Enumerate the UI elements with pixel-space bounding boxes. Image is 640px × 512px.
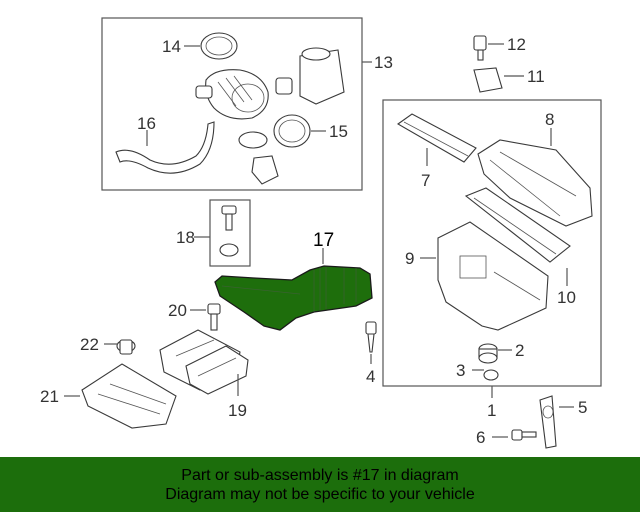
tray-part-21 — [81, 363, 177, 429]
nut-part-22 — [116, 339, 136, 355]
callout-13[interactable]: 13 — [374, 53, 393, 72]
callout-20[interactable]: 20 — [168, 301, 187, 320]
clamp-part-15 — [273, 114, 311, 148]
callout-18[interactable]: 18 — [176, 228, 195, 247]
banner-line-disclaimer: Diagram may not be specific to your vehi… — [165, 485, 475, 503]
elbow-part — [238, 131, 279, 185]
parts-diagram: 13 14 15 16 12 — [40, 17, 602, 449]
intake-hose-part — [195, 69, 269, 120]
callout-3[interactable]: 3 — [456, 361, 465, 380]
lower-housing-part-9 — [437, 221, 549, 331]
highlighted-duct-shape — [214, 265, 373, 331]
callout-16[interactable]: 16 — [137, 114, 156, 133]
air-duct-part-17 — [214, 265, 373, 331]
callout-1[interactable]: 1 — [487, 401, 496, 420]
vehicle-fit-banner: Part or sub-assembly is #17 in diagram D… — [0, 457, 640, 512]
breather-hose-part — [115, 121, 215, 174]
filter-part-10 — [464, 187, 571, 263]
assembly-box-13 — [101, 17, 363, 191]
bolt-part-6 — [511, 429, 537, 441]
callout-7[interactable]: 7 — [421, 171, 430, 190]
fastener-box-18 — [209, 199, 251, 267]
callout-9[interactable]: 9 — [405, 249, 414, 268]
filter-element-part-7 — [396, 113, 477, 163]
callout-22[interactable]: 22 — [80, 335, 99, 354]
bolt-part-12 — [473, 35, 487, 61]
grommet-part-2 — [478, 343, 498, 364]
callout-2[interactable]: 2 — [515, 341, 524, 360]
clamp-ring-part — [200, 32, 238, 60]
callout-10[interactable]: 10 — [557, 288, 576, 307]
callout-17[interactable]: 17 — [313, 230, 334, 251]
clip-part-4 — [365, 321, 377, 353]
bracket-part-11 — [473, 67, 503, 93]
callout-21[interactable]: 21 — [40, 387, 59, 406]
callout-12[interactable]: 12 — [507, 35, 526, 54]
bracket-part-5 — [539, 395, 557, 449]
callout-6[interactable]: 6 — [476, 428, 485, 447]
callout-15[interactable]: 15 — [329, 122, 348, 141]
fastener-part-18 — [219, 205, 239, 257]
bracket-part-19 — [159, 329, 249, 395]
callout-4[interactable]: 4 — [366, 367, 375, 386]
grommet-part-3 — [483, 369, 499, 381]
callout-8[interactable]: 8 — [545, 110, 554, 129]
callout-5[interactable]: 5 — [578, 398, 587, 417]
callout-11[interactable]: 11 — [527, 67, 545, 86]
bolt-part-20 — [207, 303, 221, 331]
resonator-part — [275, 47, 345, 105]
callout-19[interactable]: 19 — [228, 401, 247, 420]
callout-14[interactable]: 14 — [162, 37, 181, 56]
upper-cover-part-8 — [477, 139, 593, 227]
banner-line-part: Part or sub-assembly is #17 in diagram — [181, 466, 459, 484]
